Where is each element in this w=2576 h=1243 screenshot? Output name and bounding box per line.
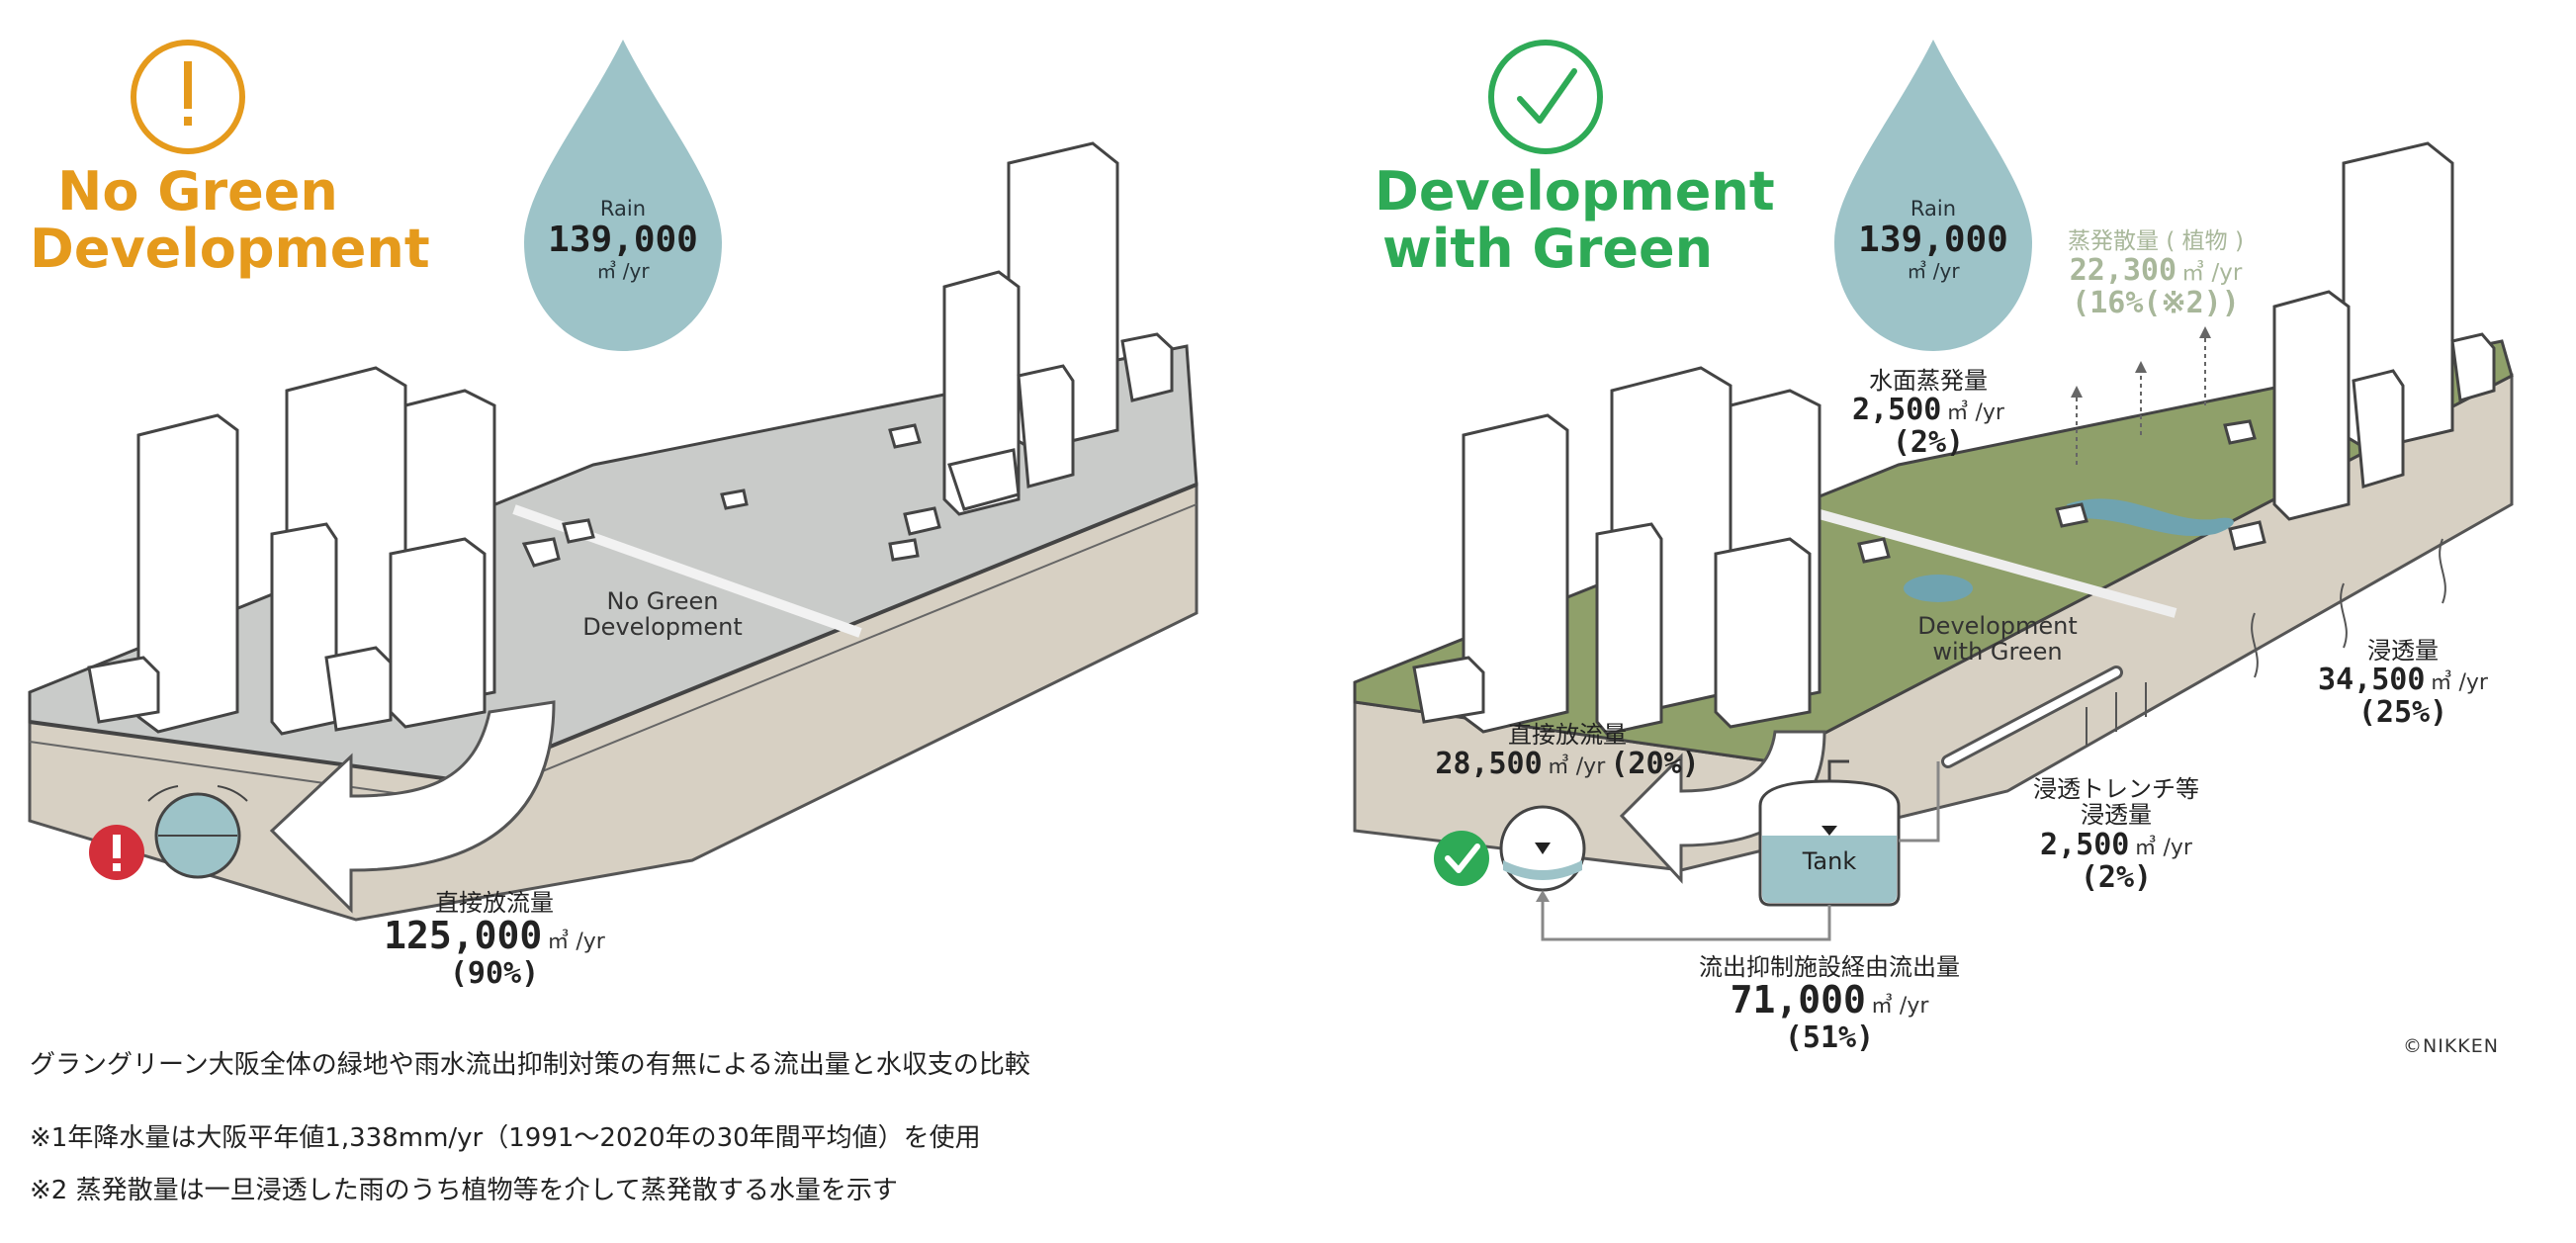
water-evap-unit: ㎥ /yr (1946, 400, 2004, 426)
left-title: No Green Development (30, 160, 430, 280)
left-zone-label: No Green Development (554, 588, 771, 641)
tank-label: Tank (1802, 847, 1857, 875)
infiltration-pct: (25%) (2357, 695, 2448, 731)
trench-label-line1: 浸透トレンチ等 (2033, 775, 2199, 803)
right-rain-unit: ㎥ /yr (1907, 258, 1960, 283)
right-rain-text: Rain 139,000 ㎥ /yr (1834, 197, 2032, 283)
trench-block: 浸透トレンチ等 浸透量 2,500 ㎥ /yr (2%) (1998, 776, 2235, 894)
stream (2067, 498, 2234, 537)
left-runoff-value: 125,000 (384, 914, 543, 958)
direct-discharge-unit: ㎥ /yr (1547, 755, 1606, 780)
left-rain-unit: ㎥ /yr (596, 258, 650, 283)
infiltration-block: 浸透量 34,500 ㎥ /yr (25%) (2284, 637, 2522, 731)
facility-outflow-label: 流出抑制施設経由流出量 (1699, 953, 1960, 981)
right-title-line1: Development (1375, 160, 1775, 222)
pond-small (1904, 575, 1973, 602)
ok-check-icon (1434, 831, 1489, 886)
left-title-line1: No Green (57, 160, 338, 222)
check-circle-icon (1488, 40, 1603, 154)
direct-discharge-block: 直接放流量 28,500 ㎥ /yr (20%) (1404, 721, 1731, 782)
right-rain-value: 139,000 (1858, 220, 2008, 261)
facility-outflow-block: 流出抑制施設経由流出量 71,000 ㎥ /yr (51%) (1661, 953, 1998, 1056)
left-runoff-block: 直接放流量 125,000 ㎥ /yr (90%) (366, 889, 623, 992)
left-rain-label: Rain (599, 197, 647, 221)
exclamation-circle-icon (131, 40, 245, 154)
left-runoff-label: 直接放流量 (435, 889, 554, 917)
water-evap-pct: (2%) (1892, 425, 1965, 461)
trench-pct: (2%) (2080, 859, 2153, 895)
infiltration-unit: ㎥ /yr (2430, 670, 2488, 696)
right-zone-label-line1: Development (1917, 612, 2078, 640)
left-zone-label-line1: No Green (606, 587, 719, 615)
left-runoff-arrow (269, 700, 556, 914)
left-zone-label-line2: Development (582, 613, 743, 642)
right-rain-drop (1834, 40, 2032, 351)
trench-unit: ㎥ /yr (2134, 835, 2192, 860)
plant-evap-unit: ㎥ /yr (2181, 260, 2243, 287)
left-rain-value: 139,000 (548, 220, 698, 261)
left-runoff-unit: ㎥ /yr (547, 930, 605, 955)
plant-evap-value: 22,300 (2069, 253, 2177, 289)
note-2: ※2 蒸発散量は一旦浸透した雨のうち植物等を介して蒸発散する水量を示す (30, 1176, 898, 1205)
right-title-line2: with Green (1381, 218, 1714, 280)
facility-outflow-value: 71,000 (1730, 978, 1866, 1022)
caption: グラングリーン大阪全体の緑地や雨水流出抑制対策の有無による流出量と水収支の比較 (30, 1050, 1030, 1080)
note-1: ※1年降水量は大阪平年値1,338mm/yr（1991～2020年の30年間平均… (30, 1123, 981, 1153)
infiltration-label: 浸透量 (2367, 637, 2439, 665)
plant-evap-label: 蒸発散量 ( 植物 ) (2068, 228, 2244, 254)
direct-discharge-value: 28,500 (1435, 747, 1543, 782)
evaporation-arrows (2076, 336, 2206, 465)
trench-value: 2,500 (2040, 827, 2130, 862)
trench-label-line2: 浸透量 (2081, 801, 2152, 830)
right-rain-label: Rain (1910, 197, 1957, 221)
right-zone-label-line2: with Green (1932, 638, 2063, 666)
infiltration-value: 34,500 (2318, 663, 2426, 698)
plant-evap-block: 蒸発散量 ( 植物 ) 22,300 ㎥ /yr (16%(※2)) (2037, 228, 2274, 321)
left-runoff-pct: (90%) (449, 956, 540, 992)
left-title-line2: Development (30, 218, 430, 280)
left-rain-text: Rain 139,000 ㎥ /yr (524, 197, 722, 283)
copyright: ©NIKKEN (2403, 1035, 2499, 1057)
water-evap-value: 2,500 (1852, 393, 1942, 428)
water-evap-block: 水面蒸発量 2,500 ㎥ /yr (2%) (1820, 367, 2037, 461)
left-buildings (87, 141, 1174, 736)
right-zone-label: Development with Green (1879, 613, 2116, 666)
right-buildings (1412, 141, 2496, 736)
infiltration-arrows (2086, 538, 2446, 747)
facility-outflow-pct: (51%) (1784, 1021, 1875, 1056)
left-rain-drop (524, 40, 722, 351)
direct-discharge-label: 直接放流量 (1508, 721, 1627, 749)
direct-discharge-pct: (20%) (1610, 747, 1700, 782)
facility-outflow-unit: ㎥ /yr (1870, 994, 1929, 1020)
water-evap-label: 水面蒸発量 (1869, 367, 1988, 395)
tank-outflow-line (1541, 895, 1831, 941)
right-title: Development with Green (1375, 160, 1775, 280)
plant-evap-pct: (16%(※2)) (2072, 286, 2240, 321)
